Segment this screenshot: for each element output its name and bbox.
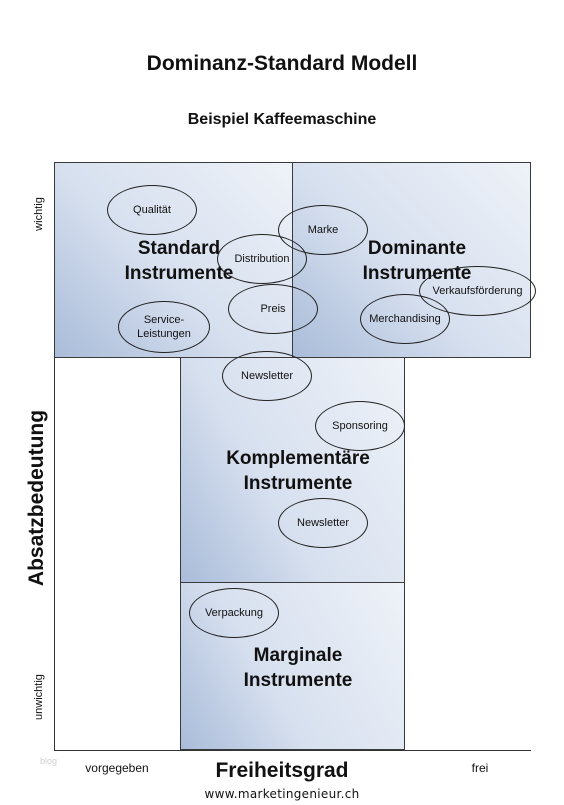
ellipse-preis: Preis [228,284,318,334]
ellipse-newsletter-top-label: Newsletter [241,370,293,382]
ellipse-newsletter-bottom-label: Newsletter [297,517,349,529]
standard-label: Standard Instrumente [94,236,264,286]
ellipse-verpackung: Verpackung [189,588,279,638]
ellipse-sponsoring-label: Sponsoring [332,420,388,432]
ellipse-marke-label: Marke [307,224,339,236]
ellipse-merchandising-label: Merchandising [369,313,441,325]
diagram-subtitle: Beispiel Kaffeemaschine [187,111,377,128]
marginal-label: Marginale Instrumente [213,643,383,693]
ellipse-merchandising: Merchandising [360,294,450,344]
ellipse-distribution-label: Distribution [234,253,290,265]
diagram-title: Dominanz-Standard Modell [146,52,418,75]
ellipse-service-leistungen-label: Service- Leistungen [137,313,191,341]
marginal-label-line2: Instrumente [243,670,353,691]
source-url: www.marketingenieur.ch [204,787,360,801]
x-axis-low-label: vorgegeben [85,761,149,775]
marginal-label-line1: Marginale [253,645,343,666]
ellipse-newsletter-bottom: Newsletter [278,498,368,548]
y-axis-low-label: unwichtig [33,674,45,720]
watermark-text: blog [40,756,58,766]
komplementaer-label-line2: Instrumente [243,473,353,494]
ellipse-verkaufsfoerderung-label: Verkaufsförderung [432,285,523,297]
standard-label-line1: Standard [137,238,221,259]
ellipse-service-line2: Leistungen [137,328,191,340]
y-axis-title: Absatzbedeutung [25,409,48,587]
ellipse-newsletter-top: Newsletter [222,351,312,401]
ellipse-verpackung-label: Verpackung [204,607,264,619]
ellipse-qualitaet-label: Qualität [133,204,171,216]
x-axis-title: Freiheitsgrad [215,759,349,782]
x-axis-line [54,750,531,751]
ellipse-marke: Marke [278,205,368,255]
ellipse-sponsoring: Sponsoring [315,401,405,451]
dominant-label-line1: Dominante [367,238,467,259]
y-axis-high-label: wichtig [33,197,45,231]
y-axis-line [54,357,55,751]
ellipse-distribution: Distribution [217,234,307,284]
standard-label-line2: Instrumente [124,263,234,284]
ellipse-service-line1: Service- [143,314,185,326]
komplementaer-label: Komplementäre Instrumente [193,446,403,496]
ellipse-preis-label: Preis [260,303,286,315]
komplementaer-label-line1: Komplementäre [226,448,370,469]
ellipse-qualitaet: Qualität [107,185,197,235]
ellipse-service-leistungen: Service- Leistungen [118,301,210,353]
ellipse-verkaufsfoerderung: Verkaufsförderung [419,266,536,316]
x-axis-high-label: frei [471,761,489,775]
